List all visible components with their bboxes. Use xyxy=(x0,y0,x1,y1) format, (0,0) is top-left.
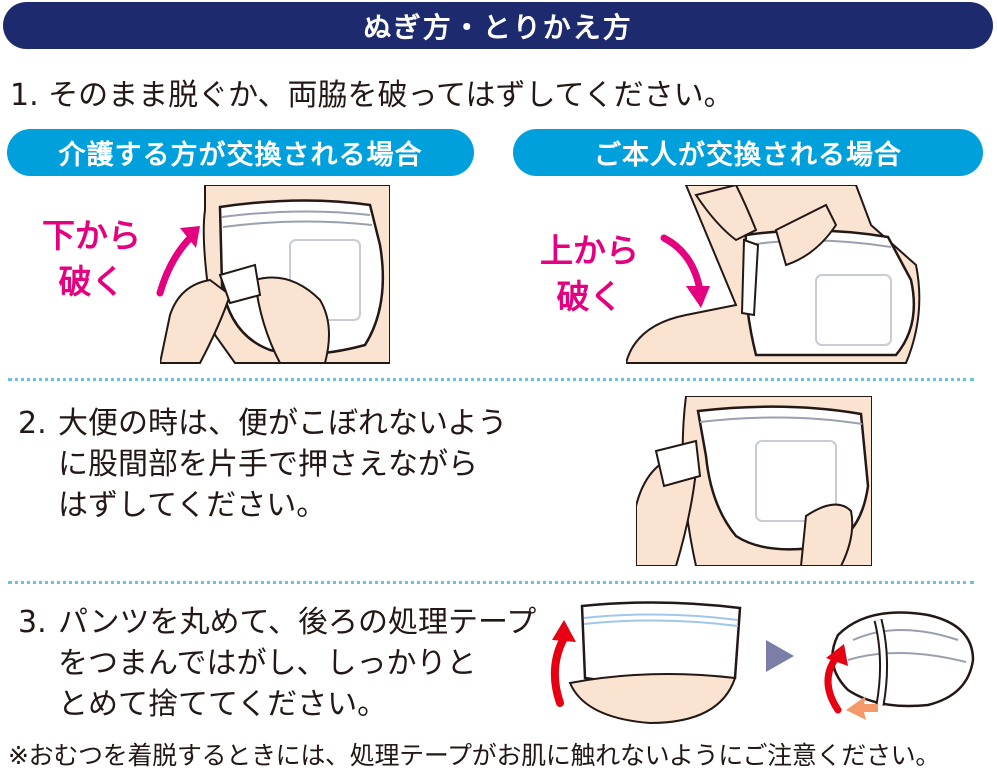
step-3-line-2: をつまんではがし、しっかりと xyxy=(58,646,477,681)
step-3-line-1: パンツを丸めて、後ろの処理テープ xyxy=(58,605,537,640)
caution-note: ※おむつを着脱するときには、処理テープがお肌に触れないようにご注意ください。 xyxy=(8,741,941,770)
dotted-divider-1 xyxy=(8,378,974,381)
self-case-label-text: ご本人が交換される場合 xyxy=(594,140,902,171)
next-step-triangle-icon xyxy=(766,640,794,672)
dotted-divider-2 xyxy=(8,581,974,584)
caregiver-case-label-text: 介護する方が交換される場合 xyxy=(58,140,423,171)
step-2-text: 2. 大便の時は、便がこぼれないよう に股間部を片手で押さえながら はずしてくだ… xyxy=(18,403,507,526)
step-1-text: 1. そのまま脱ぐか、両脇を破ってはずしてください。 xyxy=(10,78,734,113)
step-2-line-3: はずしてください。 xyxy=(58,488,327,523)
step-3-line-3: とめて捨ててください。 xyxy=(58,687,388,722)
step-3-text: 3. パンツを丸めて、後ろの処理テープ をつまんではがし、しっかりと とめて捨て… xyxy=(18,602,536,725)
section-title: ぬぎ方・とりかえ方 xyxy=(363,10,633,44)
rolled-diaper-taped-illustration xyxy=(808,600,978,730)
step-2-number: 2. xyxy=(18,406,47,441)
caregiver-case-label: 介護する方が交換される場合 xyxy=(7,129,474,176)
step-2-line-2: に股間部を片手で押さえながら xyxy=(58,447,478,482)
caregiver-tearing-illustration xyxy=(160,185,390,365)
tear-from-bottom-line2: 破く xyxy=(58,262,125,301)
section-header: ぬぎ方・とりかえ方 xyxy=(3,2,993,49)
step-3-number: 3. xyxy=(18,605,47,640)
self-case-label: ご本人が交換される場合 xyxy=(513,129,983,176)
tear-down-arrow-icon xyxy=(658,228,718,313)
tear-from-top-line2: 破く xyxy=(556,277,623,316)
tear-from-top-line1: 上から xyxy=(540,231,639,270)
tear-from-top-text: 上から 破く xyxy=(540,228,639,320)
rolling-diaper-illustration xyxy=(540,598,755,728)
press-crotch-illustration xyxy=(636,396,872,566)
step-2-line-1: 大便の時は、便がこぼれないよう xyxy=(58,406,508,441)
tear-from-bottom-line1: 下から xyxy=(42,216,141,255)
tear-up-arrow-icon xyxy=(150,218,210,298)
self-tearing-illustration xyxy=(626,185,926,365)
tear-from-bottom-text: 下から 破く xyxy=(42,213,141,305)
